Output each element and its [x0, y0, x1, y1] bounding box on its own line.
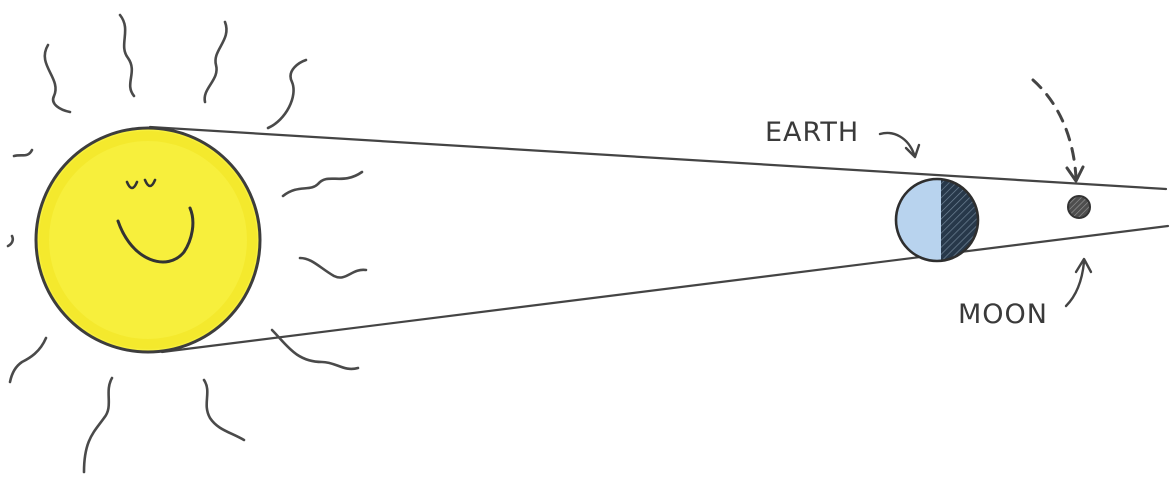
sun-ray — [84, 378, 112, 472]
sun-ray — [8, 236, 13, 246]
sun-ray — [205, 22, 227, 102]
earth-icon — [896, 176, 986, 266]
upper-tangent-line — [150, 127, 1166, 189]
earth-label: EARTH — [765, 117, 859, 148]
moon-disc — [1068, 196, 1090, 218]
earth-pointer-arrow — [880, 133, 919, 157]
sun-disc — [36, 128, 260, 352]
sun-ray — [268, 60, 306, 128]
sun-ray — [45, 45, 70, 112]
sun-ray — [120, 15, 134, 96]
moon-orbit-arrow — [1033, 80, 1083, 181]
lower-tangent-line — [162, 226, 1168, 352]
sun-ray — [10, 338, 46, 382]
smiling-sun-icon — [36, 128, 260, 352]
moon-pointer-arrow — [1066, 259, 1091, 306]
moon-label: MOON — [958, 299, 1048, 330]
sun-ray — [204, 380, 244, 440]
moon-icon — [1068, 196, 1090, 218]
sun-ray — [283, 172, 362, 196]
sun-ray — [300, 258, 366, 278]
sun-ray — [14, 150, 32, 156]
